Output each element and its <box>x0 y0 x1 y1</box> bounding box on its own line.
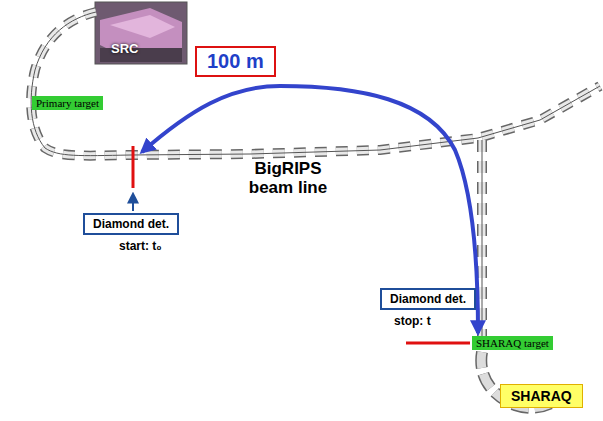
spectrometer-box: SHARAQ <box>500 384 583 408</box>
src-photo <box>95 2 187 64</box>
box-text: Diamond det. <box>380 288 476 310</box>
box-text: 100 m <box>195 46 276 77</box>
line-label: BigRIPS beam line <box>238 160 338 197</box>
box-text: Diamond det. <box>83 213 179 235</box>
facility-label: SRC <box>108 40 141 57</box>
detector-box: Diamond det. start: t₀ <box>83 213 179 253</box>
beam-line <box>31 12 600 408</box>
box-caption: stop: t <box>380 314 476 328</box>
box-caption: start: t₀ <box>83 239 179 253</box>
detector-box: Diamond det. stop: t <box>380 288 476 328</box>
box-text: SRC <box>108 40 141 57</box>
target-box: Primary target <box>32 96 103 110</box>
box-text: SHARAQ <box>500 384 583 408</box>
target-box: SHARAQ target <box>472 336 553 350</box>
start-detector <box>132 146 135 188</box>
stop-detector <box>406 342 470 345</box>
box-text: SHARAQ target <box>472 336 553 350</box>
leader-line <box>132 194 134 211</box>
flight-path-arrow <box>142 86 478 333</box>
box-text: Primary target <box>32 96 103 110</box>
distance-box: 100 m <box>195 46 276 77</box>
